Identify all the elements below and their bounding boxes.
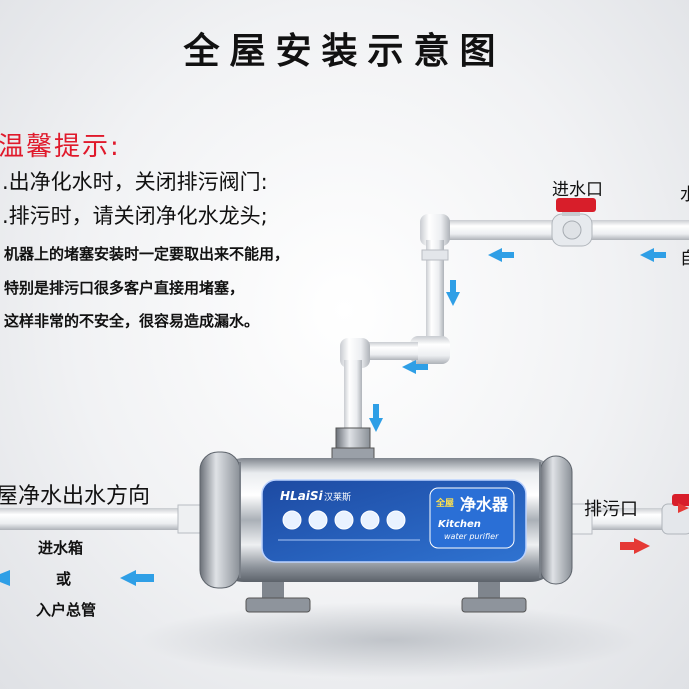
tank-label: 进水箱 [38,539,84,557]
pipe-elbow-top [420,214,450,246]
flow-arrow-left-icon [640,248,666,262]
product-badge [429,487,515,549]
badge-english-2: water purifier [444,532,499,541]
stand-right [461,580,527,613]
feature-icon-4 [360,510,380,530]
drain-arrow-right-icon [620,538,650,554]
flow-arrow-left-icon [402,360,428,374]
tip-line-4: 特别是排污口很多客户直接用堵塞， [4,279,245,297]
flow-arrow-down-icon [369,404,383,432]
drain-pipe-right [572,508,689,530]
tips-heading: 温馨提示: [0,132,121,162]
tip-line-3: 机器上的堵塞安装时一定要取出来不能用， [4,245,290,263]
pipe-coupler-1 [421,249,449,261]
brand-name-cn: 汉莱斯 [324,491,351,503]
flow-arrow-down-icon [446,280,460,306]
tip-line-2: .排污时，请关闭净化水龙头; [2,204,268,228]
stand-left [245,580,311,613]
badge-prefix: 全屋 [435,497,454,509]
tip-line-5: 这样非常的不安全，很容易造成漏水。 [4,312,260,330]
edge-text-mid: 自 [680,249,689,269]
pipe-vertical-2 [344,360,362,430]
inlet-label: 进水口 [552,180,603,200]
ball-valve [551,198,596,247]
brand-name: HLaiSi [280,489,324,503]
feature-icon-5 [386,510,406,530]
pipe-vertical-1 [426,240,444,350]
floor-shadow [140,602,640,678]
inlet-nut [335,427,371,451]
feature-icon-3 [334,510,354,530]
edge-text-top: 水 [680,185,689,205]
drain-label: 排污口 [584,499,638,520]
badge-english-1: Kitchen [438,519,481,530]
brand-label-panel: HLaiSi 汉莱斯 全屋 净水器 Kitchen water purifier [261,479,527,563]
main-pipe-label: 入户总管 [36,601,97,619]
flow-arrow-left-icon [0,570,10,586]
flow-arrow-left-icon [120,570,154,586]
pipe-elbow-mid [410,336,450,364]
outlet-pipe-left [0,508,200,530]
feature-icon-1 [282,510,302,530]
flow-arrow-left-icon [488,248,514,262]
feature-icon-2 [308,510,328,530]
drain-arrow-right-icon [678,503,689,513]
page-title: 全屋安装示意图 [183,31,506,72]
badge-main: 净水器 [460,495,509,514]
or-label: 或 [56,570,72,588]
tip-line-1: .出净化水时，关闭排污阀门: [2,170,268,194]
drain-valve [661,494,689,535]
flow-direction-label: 屋净水出水方向 [0,484,151,509]
